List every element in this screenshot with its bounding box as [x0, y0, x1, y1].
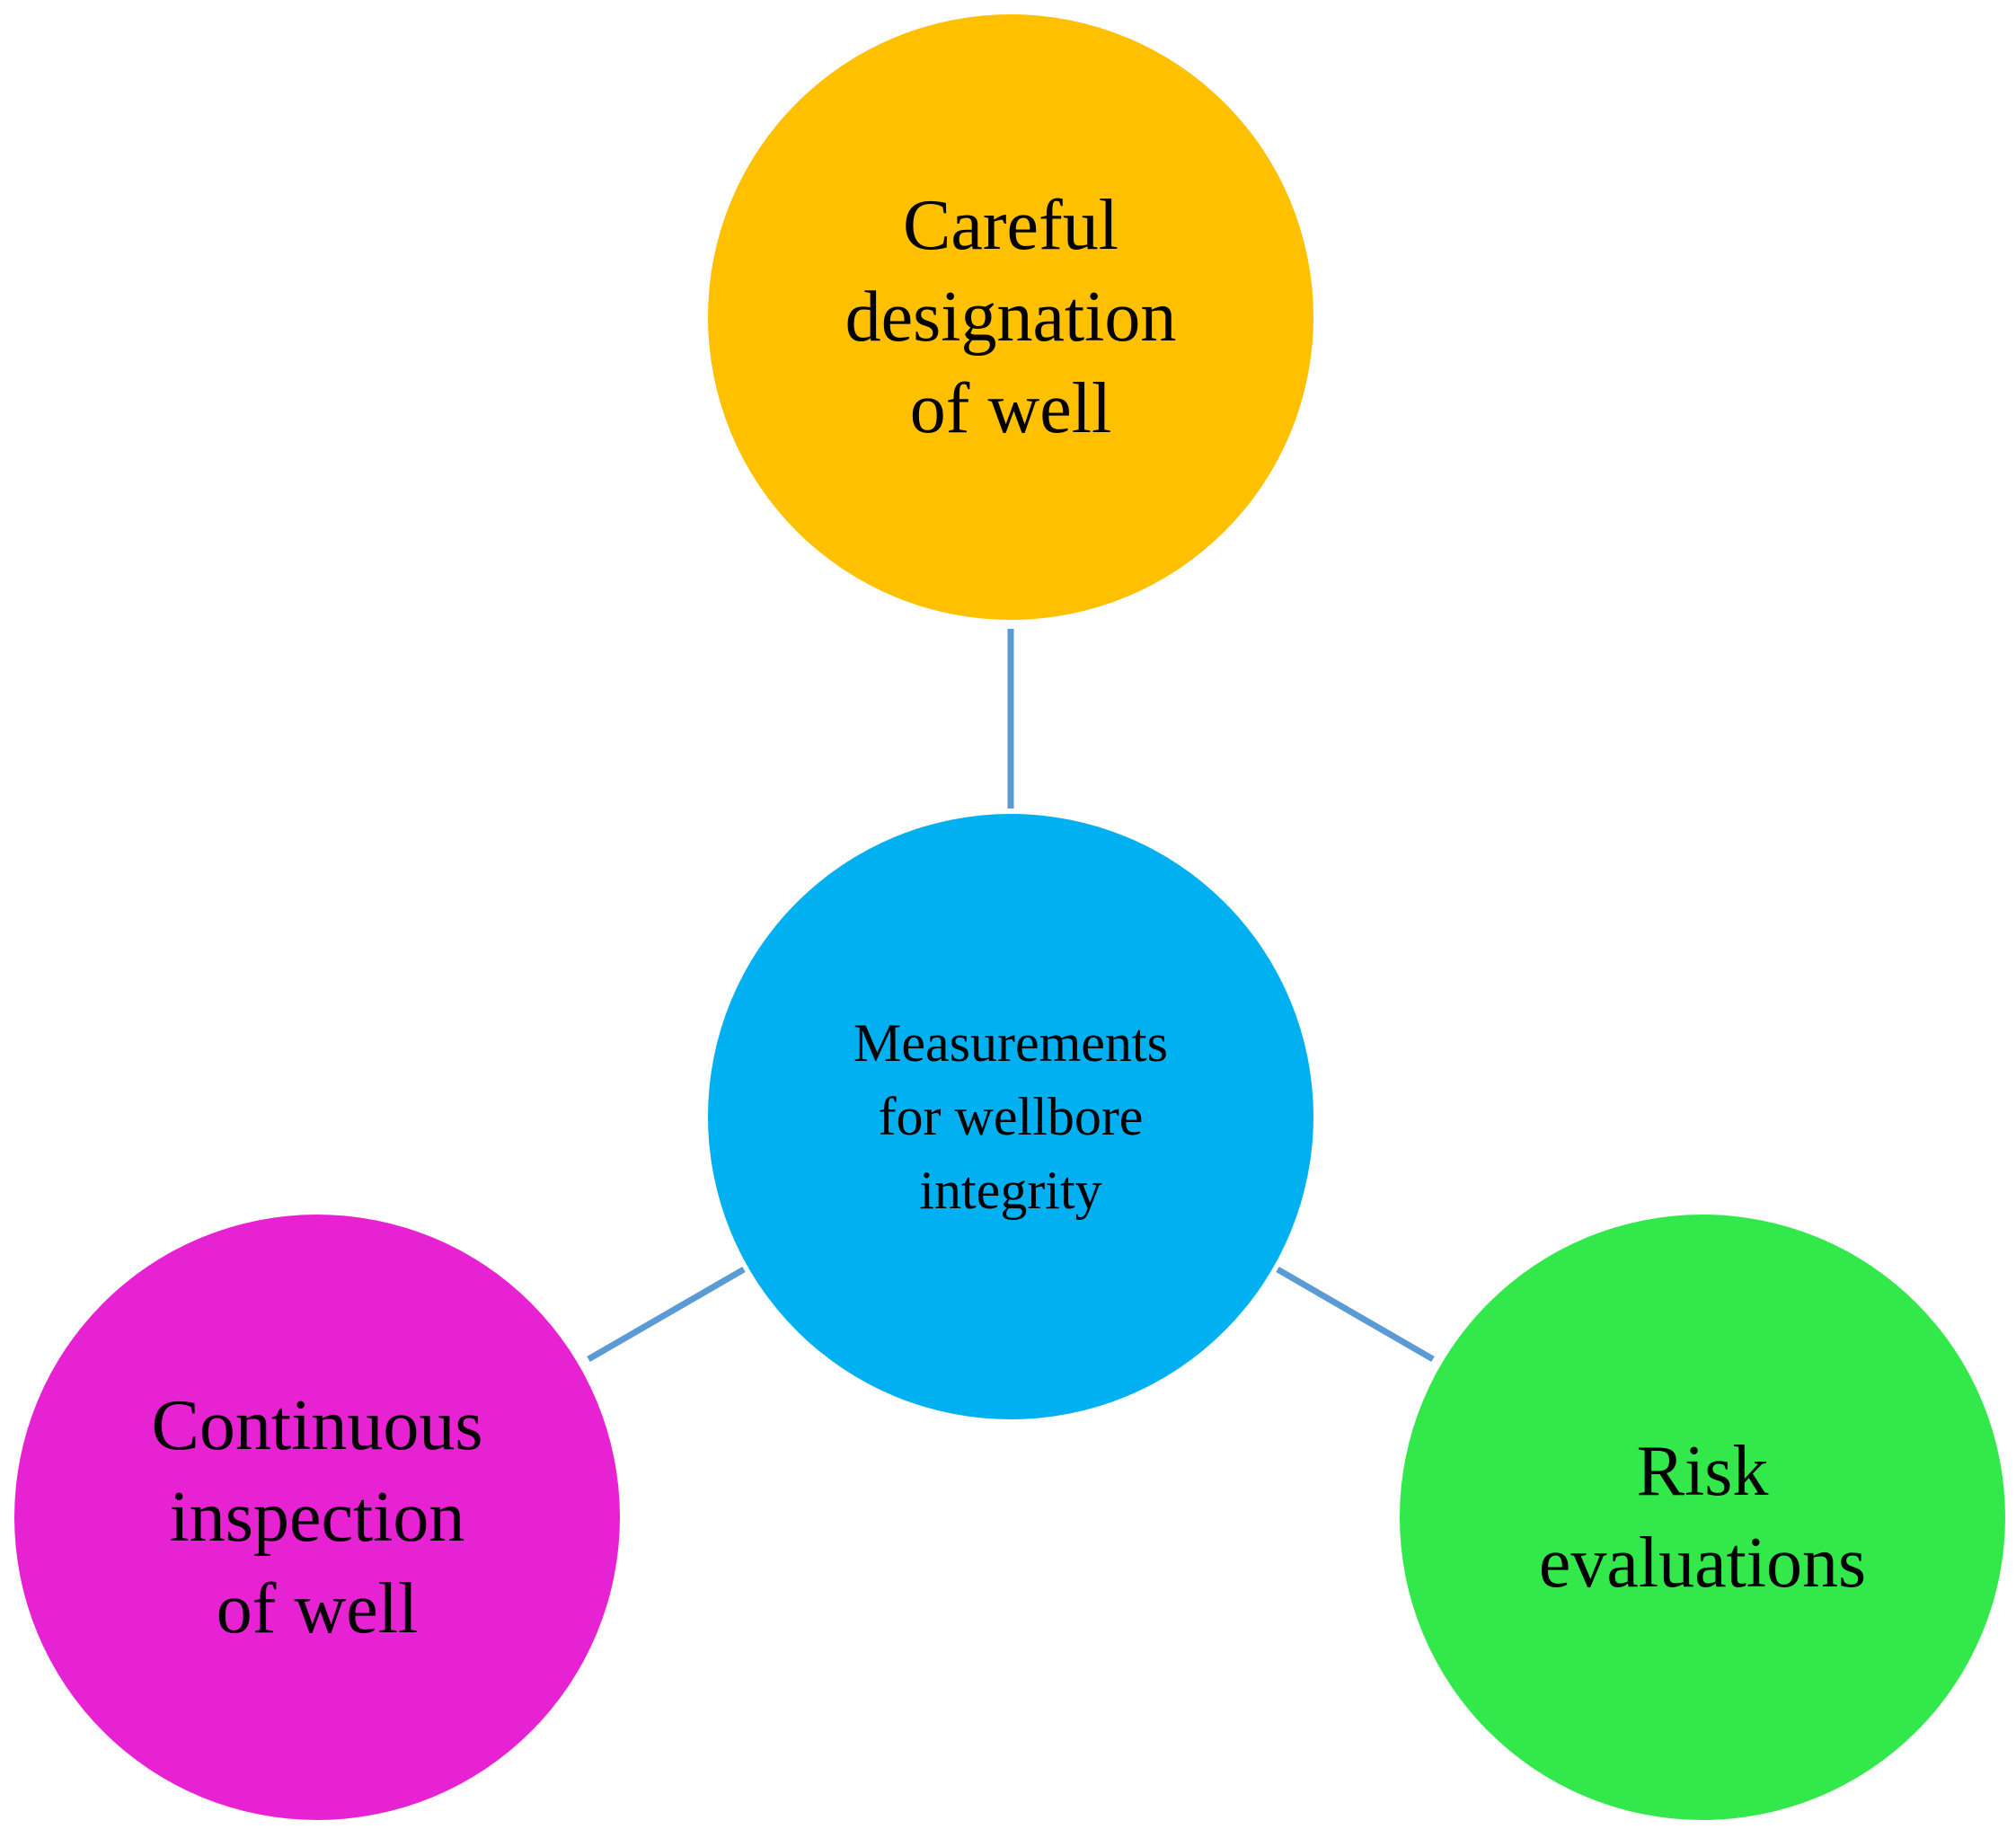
connector-center-right: [1276, 1266, 1435, 1363]
node-label-center: Measurements for wellbore integrity: [853, 1013, 1168, 1220]
node-label-right: Risk evaluations: [1538, 1432, 1867, 1603]
node-careful-designation: Careful designation of well: [708, 14, 1313, 620]
node-risk-evaluations: Risk evaluations: [1400, 1215, 2005, 1820]
node-continuous-inspection: Continuous inspection of well: [14, 1215, 620, 1820]
node-label-top: Careful designation of well: [844, 186, 1177, 448]
node-center-measurements: Measurements for wellbore integrity: [708, 814, 1313, 1419]
connector-center-left: [587, 1266, 746, 1363]
node-label-left: Continuous inspection of well: [151, 1386, 483, 1648]
